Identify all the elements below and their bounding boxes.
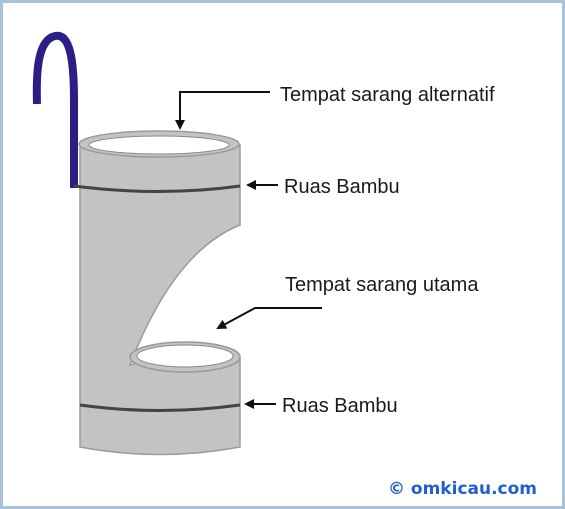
label-alt-nest: Tempat sarang alternatif (280, 84, 495, 106)
main-nest-opening-inner (136, 344, 234, 368)
hanging-hook (32, 31, 78, 188)
label-node-top: Ruas Bambu (284, 176, 400, 198)
top-opening-inner (88, 135, 230, 155)
label-main-nest: Tempat sarang utama (285, 274, 479, 296)
label-node-bottom: Ruas Bambu (282, 395, 398, 417)
arrow-alt-nest (175, 91, 270, 130)
node-band-bottom (79, 403, 241, 412)
arrow-main-nest (216, 307, 322, 329)
node-band-top (73, 184, 241, 193)
credit-watermark: © omkicau.com (388, 479, 537, 499)
